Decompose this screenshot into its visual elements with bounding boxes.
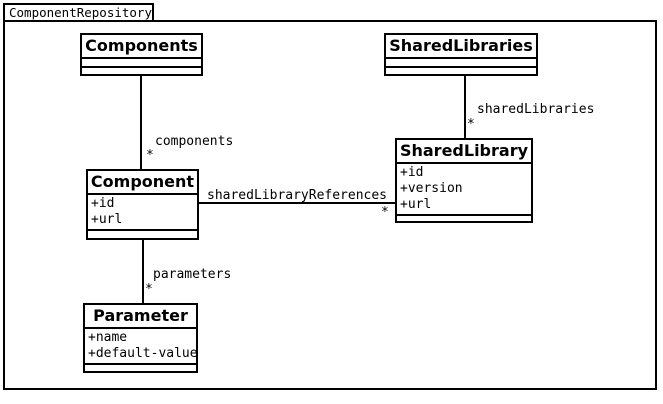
attributes-compartment [386, 57, 536, 66]
operations-compartment [82, 66, 201, 74]
attributes-compartment: +id +version +url [397, 162, 531, 214]
attribute: +default-value [88, 346, 196, 361]
association-label-components: components [155, 134, 234, 149]
association-label-sharedlibraries: sharedLibraries [477, 102, 595, 117]
class-sharedlibrary: SharedLibrary +id +version +url [395, 138, 533, 223]
attributes-compartment [82, 57, 201, 66]
class-title: SharedLibraries [389, 36, 533, 55]
class-title: SharedLibrary [399, 141, 529, 160]
association-label-parameters: parameters [153, 267, 232, 282]
attribute: +version [400, 181, 463, 196]
frame-tab: ComponentRepository [3, 3, 154, 20]
class-component: Component +id +url [86, 169, 199, 240]
association-component-sharedlibrary [199, 202, 395, 204]
class-title: Parameter [93, 306, 188, 325]
association-sharedlibraries-sharedlibrary [464, 76, 466, 138]
class-components: Components [80, 33, 203, 76]
attribute: +name [88, 330, 128, 345]
attributes-compartment: +id +url [88, 193, 197, 229]
multiplicity-sharedlibraries: * [467, 117, 475, 132]
multiplicity-components: * [146, 148, 154, 163]
attribute: +id [400, 165, 424, 180]
operations-compartment [88, 229, 197, 238]
class-parameter: Parameter +name +default-value [83, 303, 198, 373]
operations-compartment [397, 214, 531, 221]
class-sharedlibraries: SharedLibraries [384, 33, 538, 76]
class-title: Components [85, 36, 198, 55]
class-title: Component [90, 172, 195, 191]
association-components-component [140, 76, 142, 169]
attribute: +url [400, 197, 432, 212]
attribute: +url [91, 212, 123, 227]
multiplicity-sharedlibraryreferences: * [381, 205, 389, 220]
association-component-parameter [142, 240, 144, 303]
attributes-compartment: +name +default-value [85, 327, 196, 363]
attribute: +id [91, 196, 115, 211]
operations-compartment [85, 363, 196, 371]
association-label-sharedlibraryreferences: sharedLibraryReferences [207, 188, 388, 203]
operations-compartment [386, 66, 536, 74]
multiplicity-parameters: * [145, 282, 153, 297]
frame-title: ComponentRepository [9, 5, 152, 20]
frame-border [3, 20, 657, 390]
